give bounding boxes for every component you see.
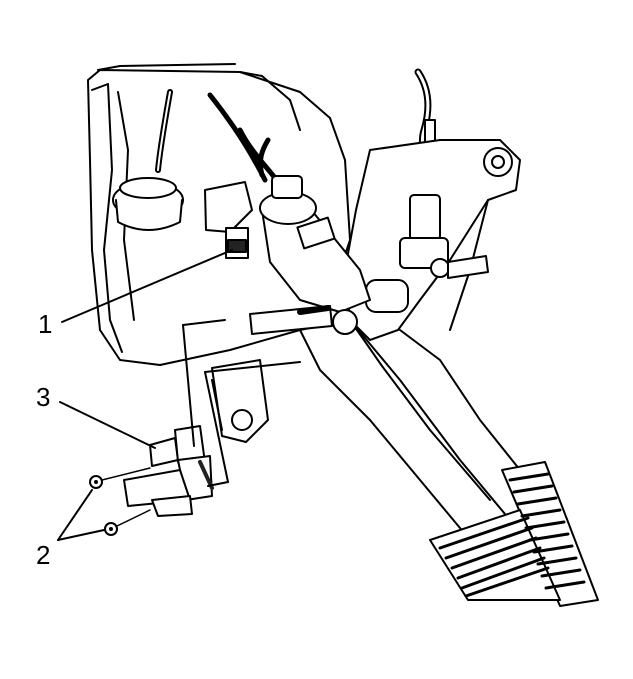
harness-connector <box>204 181 253 259</box>
leader-frame <box>182 319 301 487</box>
leader-1 <box>61 249 233 323</box>
brake-switch <box>365 194 489 313</box>
callout-2: 2 <box>36 540 51 570</box>
fasteners <box>89 467 151 536</box>
callout-3: 3 <box>36 382 51 412</box>
leader-2a <box>57 489 93 541</box>
leader-2b <box>57 529 105 541</box>
master-cylinder-body <box>257 137 371 313</box>
pedal-pad <box>429 461 599 607</box>
callout-1: 1 <box>38 309 53 339</box>
connecting-rod <box>249 305 358 335</box>
sensor <box>123 425 214 517</box>
callout-leaders <box>57 249 233 541</box>
lower-bracket <box>211 359 269 443</box>
leader-3 <box>59 401 156 449</box>
